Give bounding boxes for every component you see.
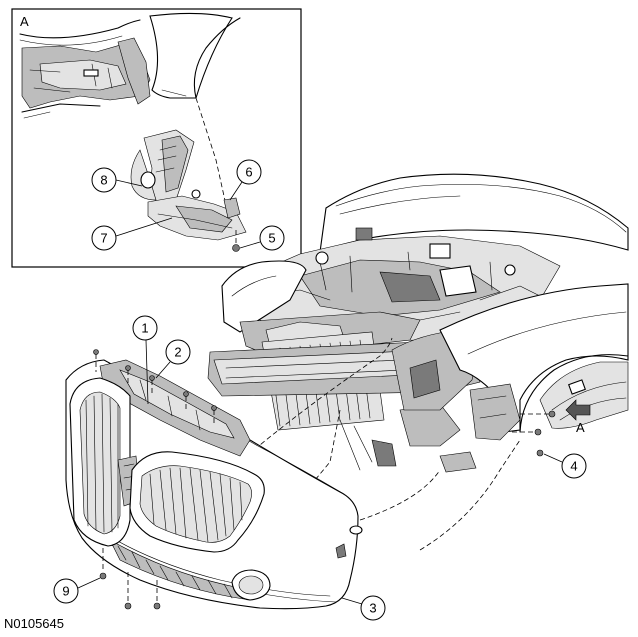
inset-label: A xyxy=(20,14,29,29)
callout-5: 5 xyxy=(239,225,285,251)
grille-assembly xyxy=(69,349,265,553)
svg-text:8: 8 xyxy=(100,173,107,188)
callout-9: 9 xyxy=(53,577,101,604)
view-arrow-a: A xyxy=(565,399,591,435)
callout-3: 3 xyxy=(341,595,386,621)
lower-fasteners-9 xyxy=(99,548,161,610)
callout-7: 7 xyxy=(91,217,173,251)
svg-text:5: 5 xyxy=(268,231,275,246)
callout-6: 6 xyxy=(229,159,262,201)
vehicle-front-body xyxy=(207,173,629,473)
alignment-lines xyxy=(229,337,521,551)
svg-text:4: 4 xyxy=(570,459,577,474)
detail-a-inset: A xyxy=(11,8,302,268)
figure-id: N0105645 xyxy=(4,616,64,631)
svg-text:2: 2 xyxy=(174,345,181,360)
view-arrow-label: A xyxy=(576,420,585,435)
fastener-group-4 xyxy=(512,410,556,457)
callout-1: 1 xyxy=(132,315,158,405)
svg-text:6: 6 xyxy=(245,165,252,180)
svg-text:3: 3 xyxy=(369,601,376,616)
callout-4: 4 xyxy=(543,453,587,479)
svg-text:7: 7 xyxy=(100,231,107,246)
callout-2: 2 xyxy=(155,339,191,379)
callout-8: 8 xyxy=(91,167,143,193)
svg-text:9: 9 xyxy=(62,584,69,599)
svg-text:1: 1 xyxy=(141,321,148,336)
